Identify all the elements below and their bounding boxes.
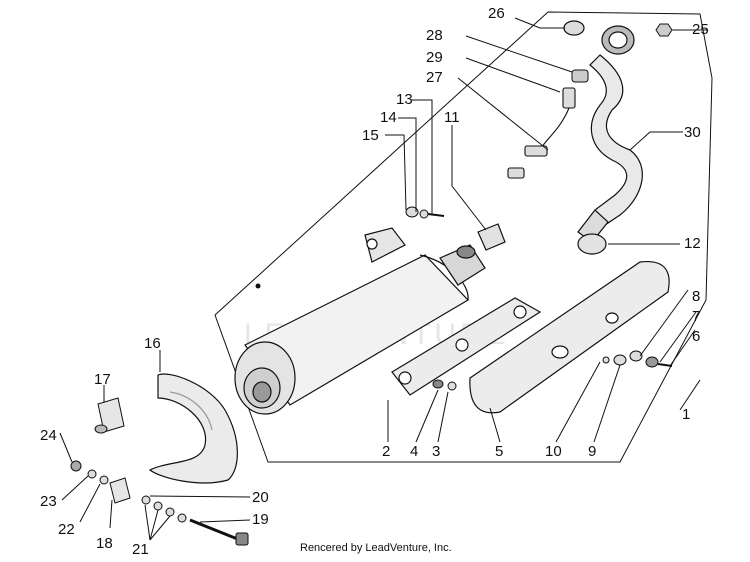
callout-19: 19: [252, 511, 269, 528]
oxygen-sensor: [507, 87, 576, 179]
callout-4: 4: [410, 443, 419, 460]
pipe-clamp: [577, 233, 607, 255]
callout-28: 28: [426, 27, 443, 44]
callout-20: 20: [252, 489, 269, 506]
callout-22: 22: [58, 521, 75, 538]
callout-6: 6: [692, 328, 701, 345]
callout-13: 13: [396, 91, 413, 108]
callout-18: 18: [96, 535, 113, 552]
callout-23: 23: [40, 493, 57, 510]
callout-10: 10: [545, 443, 562, 460]
muffler-body: [234, 227, 469, 415]
callout-7: 7: [692, 308, 701, 325]
muffler-bracket: [391, 297, 542, 396]
spacer-17: [94, 397, 125, 434]
bolt-set-18-24: [70, 460, 249, 546]
callout-16: 16: [144, 335, 161, 352]
callout-1: 1: [682, 406, 691, 423]
washer-set-6-10: [602, 350, 673, 368]
connector-sleeve: [477, 223, 506, 251]
footer-caption: Rencered by LeadVenture, Inc.: [300, 542, 452, 554]
callout-8: 8: [692, 288, 701, 305]
callout-9: 9: [588, 443, 597, 460]
bolt-set-13-15: [405, 206, 445, 219]
nut-25: [655, 23, 673, 37]
callout-27: 27: [426, 69, 443, 86]
muffler-inlet-pipe: [439, 244, 486, 286]
assembly-dot: [255, 283, 261, 289]
callout-12: 12: [684, 235, 701, 252]
callout-15: 15: [362, 127, 379, 144]
sleeve-28: [571, 69, 589, 83]
leader-lines: [59, 17, 708, 541]
heat-shield: [469, 260, 670, 414]
callout-29: 29: [426, 49, 443, 66]
callout-21: 21: [132, 541, 149, 558]
callout-5: 5: [495, 443, 504, 460]
callout-24: 24: [40, 427, 57, 444]
bolt-set-3-4: [432, 379, 457, 391]
callout-30: 30: [684, 124, 701, 141]
gasket-ring: [563, 20, 585, 36]
mounting-bracket: [148, 373, 238, 484]
callout-26: 26: [488, 5, 505, 22]
callout-14: 14: [380, 109, 397, 126]
assembly-frame: [214, 11, 713, 463]
callout-11: 11: [444, 109, 460, 126]
callout-17: 17: [94, 371, 111, 388]
exhaust-header-pipe: [577, 25, 643, 243]
callout-2: 2: [382, 443, 391, 460]
callout-3: 3: [432, 443, 441, 460]
callout-25: 25: [692, 21, 709, 38]
